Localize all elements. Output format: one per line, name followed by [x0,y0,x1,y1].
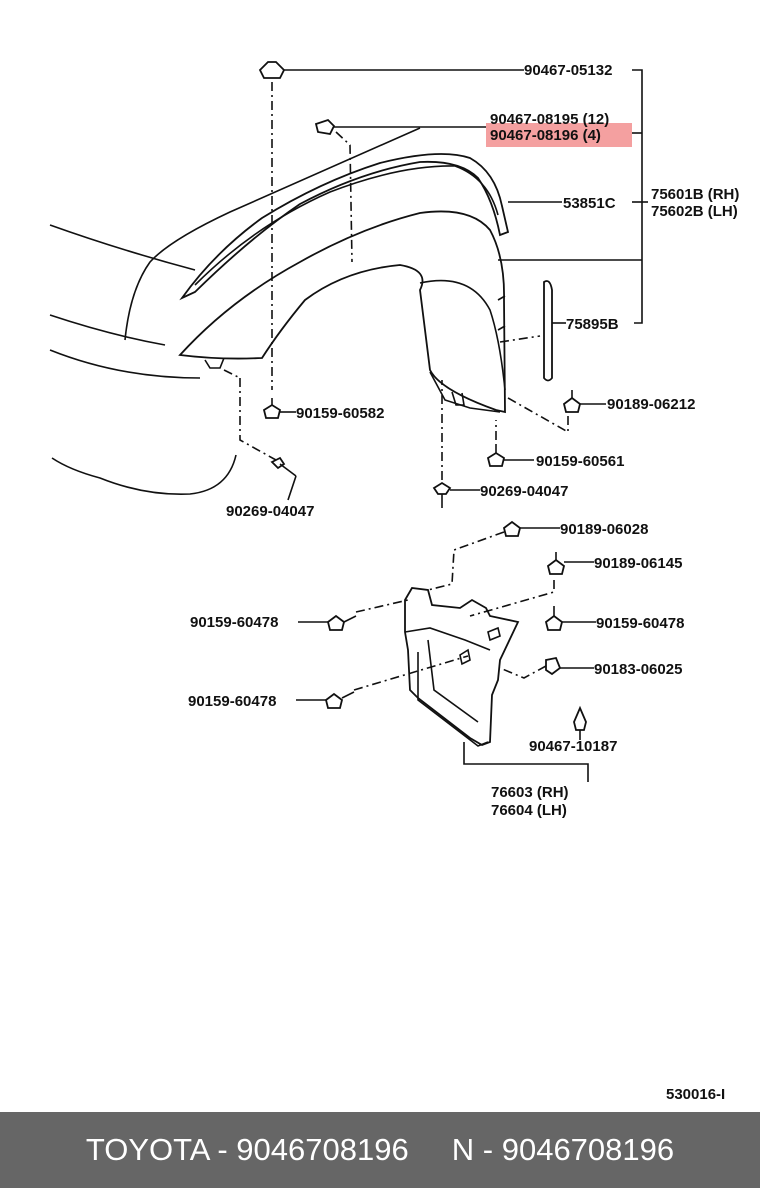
label-90467-08195: 90467-08195 (12) [490,111,609,128]
diagram-code: 530016-I [666,1086,725,1103]
label-90159-60478-right: 90159-60478 [596,615,684,632]
mud-flap [404,587,520,747]
part-number-footer: TOYOTA - 9046708196 N - 9046708196 [0,1112,760,1188]
label-90467-05132: 90467-05132 [524,62,612,79]
label-90189-06145: 90189-06145 [594,555,682,572]
label-76604: 76604 (LH) [491,802,567,819]
label-90467-10187: 90467-10187 [529,738,617,755]
leader-lines [280,69,648,782]
wheel-opening-molding [179,153,510,301]
car-body-outline [49,127,421,495]
installation-guide-lines [223,82,569,691]
screw-icon [324,692,344,709]
bolt-icon [562,396,582,413]
label-90159-60561: 90159-60561 [536,453,624,470]
label-90159-60478-left-bottom: 90159-60478 [188,693,276,710]
parts-diagram: 90467-05132 90467-08195 (12) 90467-08196… [49,61,739,1103]
fender-panel [178,210,506,414]
nut-icon [545,656,562,676]
n-part-number: N - 9046708196 [451,1132,675,1167]
clip-icon [258,61,286,79]
selected-part-highlight [486,123,632,147]
screw-icon [326,614,346,631]
label-75602b: 75602B (LH) [651,203,738,220]
clip-icon [573,705,587,731]
bolt-icon [546,558,566,575]
footer-separator [409,1132,452,1168]
screw-icon [544,614,564,631]
label-53851c: 53851C [563,195,616,212]
label-90183-06025: 90183-06025 [594,661,682,678]
label-90159-60582: 90159-60582 [296,405,384,422]
label-76603: 76603 (RH) [491,784,569,801]
label-90189-06028: 90189-06028 [560,521,648,538]
screw-icon [486,451,506,467]
screw-icon [432,481,452,495]
mudguard-strip [543,280,553,382]
label-90159-60478-left-top: 90159-60478 [190,614,278,631]
label-90189-06212: 90189-06212 [607,396,695,413]
label-90269-04047-center: 90269-04047 [480,483,568,500]
fastener-icons [258,61,587,731]
pin-icon [314,118,336,135]
screw-icon [262,403,282,419]
label-90269-04047-left: 90269-04047 [226,503,314,520]
label-75601b: 75601B (RH) [651,186,739,203]
bolt-icon [502,520,522,537]
brand-part-number: TOYOTA - 9046708196 [85,1132,409,1167]
part-labels: 90467-05132 90467-08195 (12) 90467-08196… [188,62,739,1103]
label-75895b: 75895B [566,316,619,333]
label-90467-08196-highlighted: 90467-08196 (4) [490,127,601,144]
